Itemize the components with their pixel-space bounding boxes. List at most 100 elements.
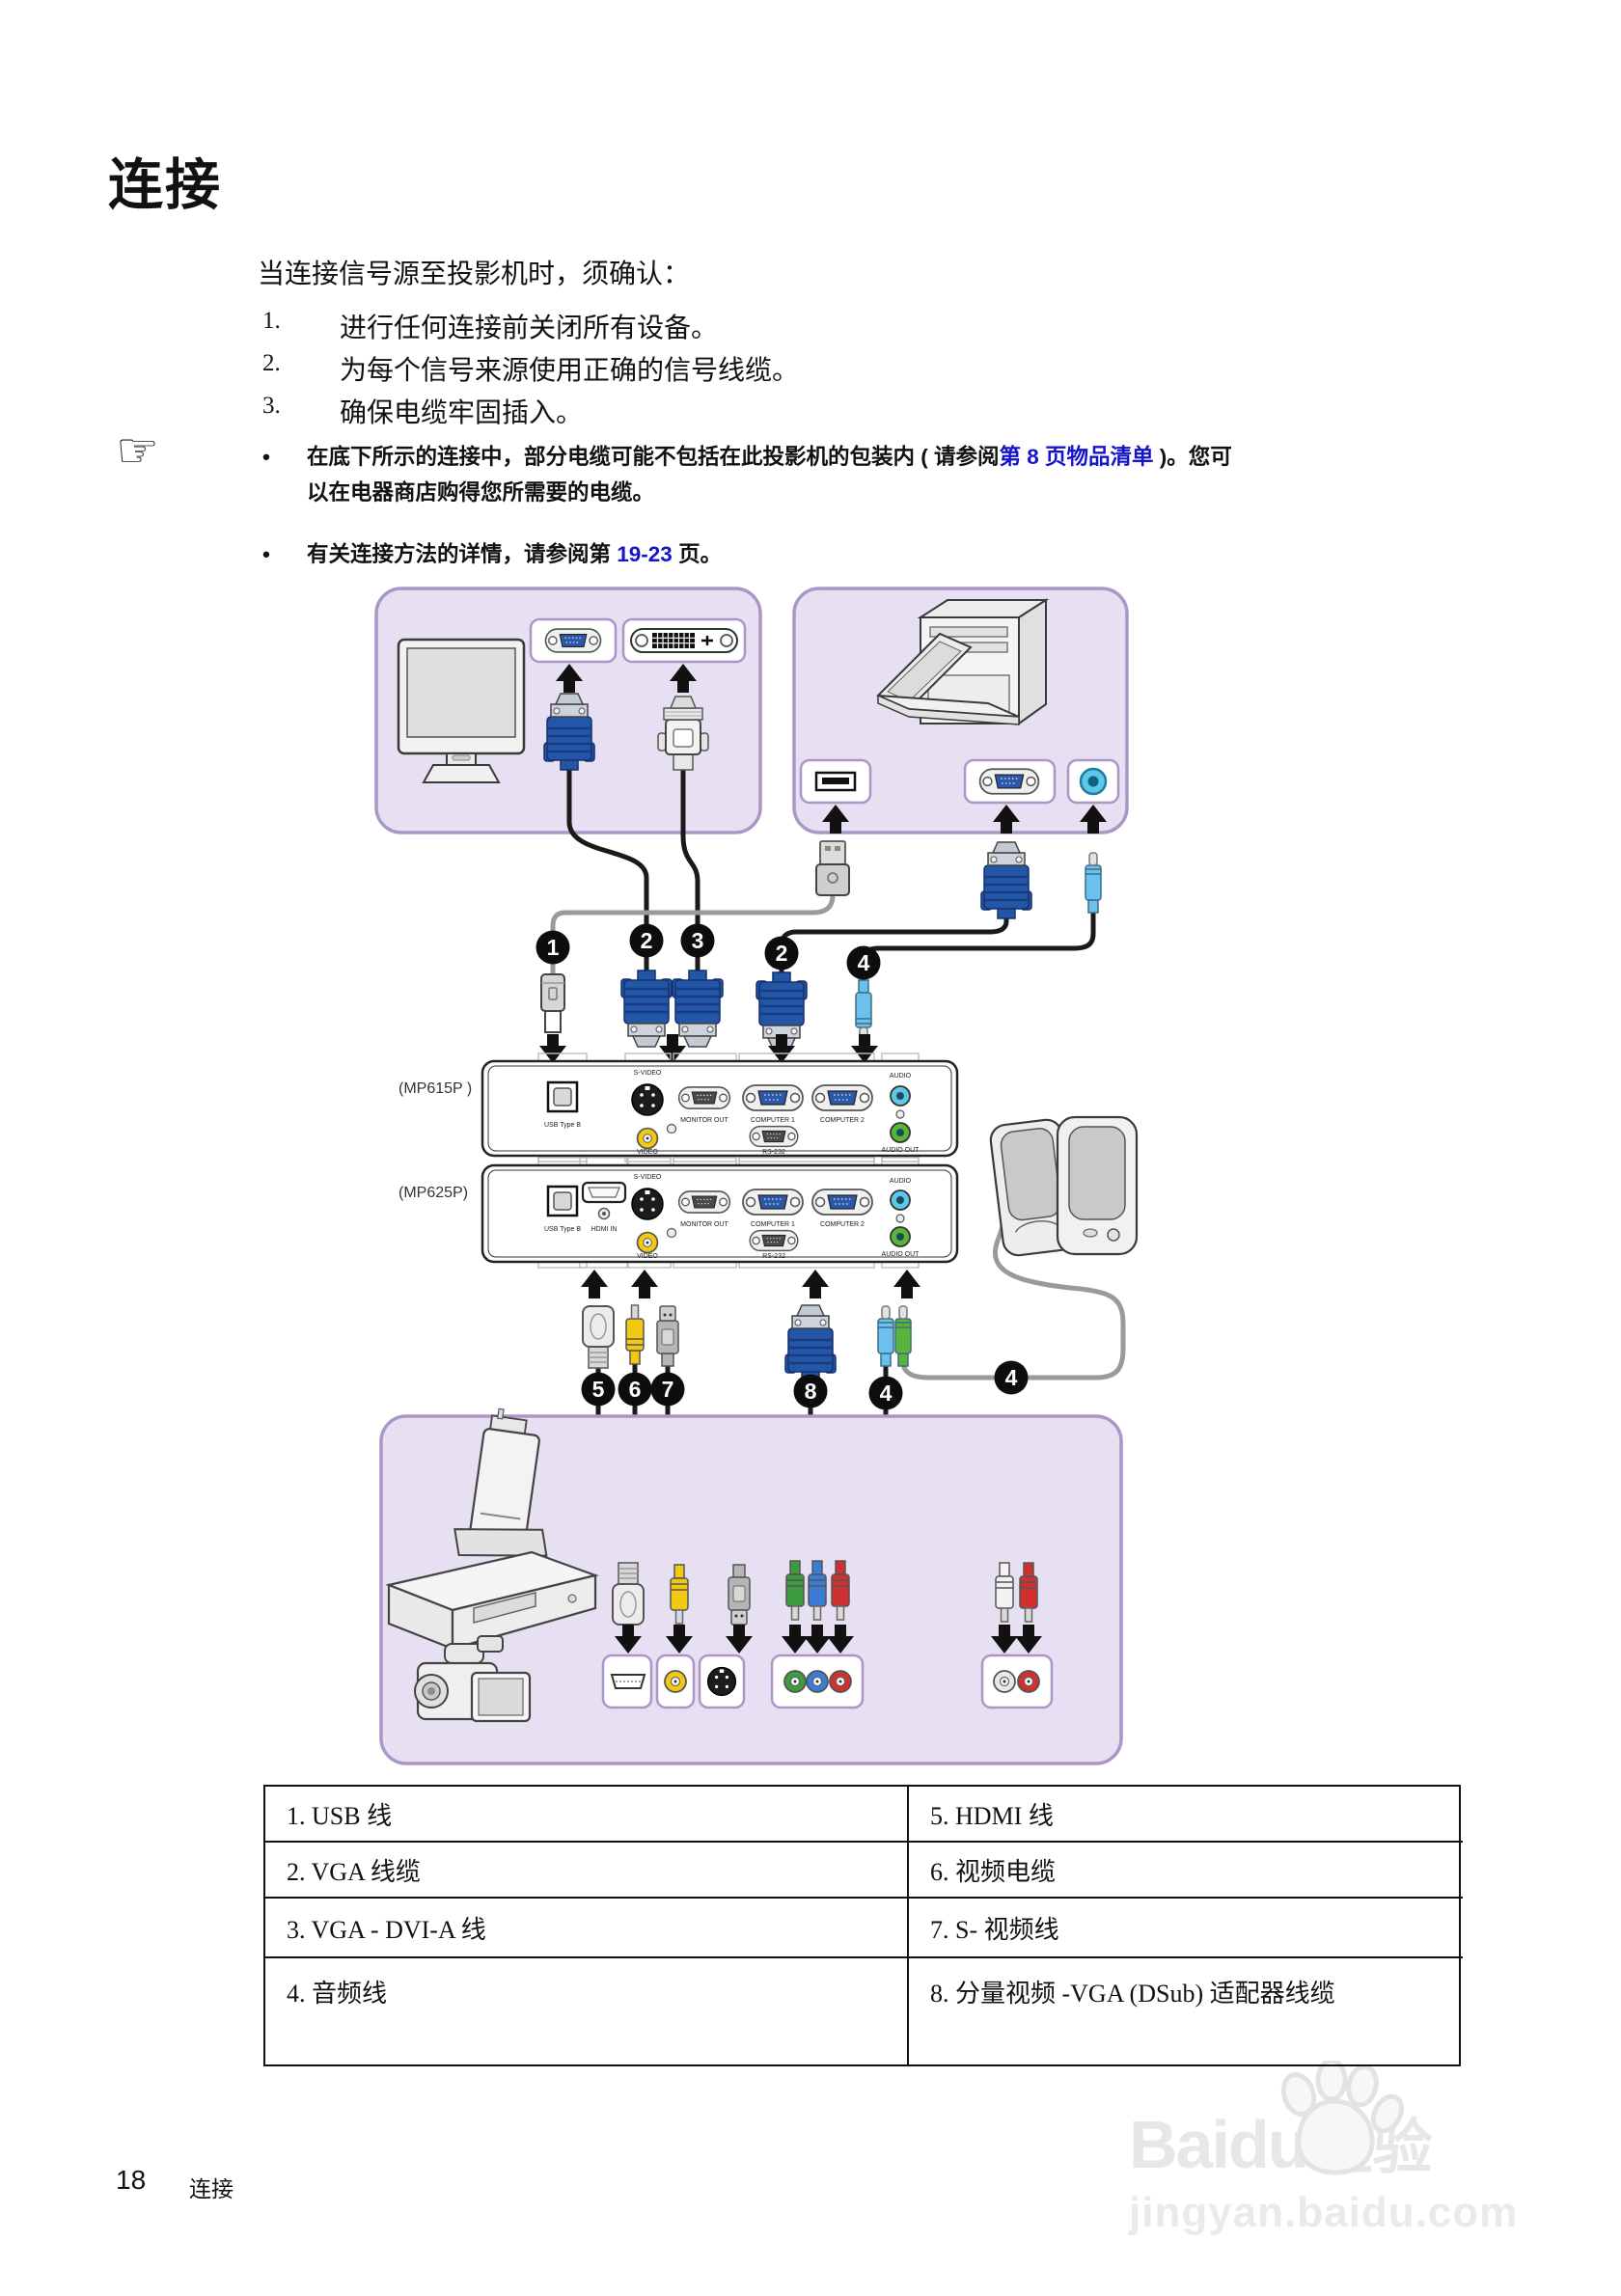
arrow-up-icon [802,1270,829,1298]
page-number: 18 [116,2165,147,2195]
cable-legend-table: 1. USB 线 5. HDMI 线 2. VGA 线缆 6. 视频电缆 3. … [263,1785,1463,2066]
port-label: RS-232 [762,1149,785,1156]
svg-text:2: 2 [641,928,653,953]
audio-jack-connector [1085,852,1102,914]
port-label: USB Type B [544,1122,581,1129]
monitor-out-port [677,1086,731,1109]
port-label: COMPUTER 2 [820,1221,865,1228]
camcorder-illustration [414,1635,532,1723]
rs-232-port [749,1229,799,1252]
svg-text:8: 8 [805,1379,817,1404]
arrow-up-icon [631,1270,658,1298]
vga-connector [619,969,673,1049]
note-2-bullet: • [262,542,270,566]
port-label: AUDIO [890,1178,912,1185]
computer-2-port [811,1189,873,1216]
note-1-link[interactable]: 第 8 页物品清单 [999,445,1154,469]
callout-4b: 4 [868,1376,903,1410]
callout-1: 1 [536,930,570,965]
computer-vga-port-plate [963,758,1057,805]
callout-2: 2 [629,923,664,958]
step-3-number: 3. [262,393,281,419]
table-cell: 8. 分量视频 -VGA (DSub) 适配器线缆 [930,1980,1335,2008]
table-cell: 2. VGA 线缆 [265,1843,909,1899]
intro-text: 当连接信号源至投影机时，须确认： [258,259,691,288]
dvd-player-illustration [385,1550,599,1651]
arrow-up-icon [581,1270,608,1298]
vga-adapter-connector [783,1303,838,1383]
audio-out-port [890,1226,911,1247]
arrow-down-icon [539,1034,566,1063]
svg-text:3: 3 [692,928,704,953]
svg-text:6: 6 [629,1377,642,1402]
table-cell: 1. USB 线 [265,1787,909,1843]
hdmi-connector [582,1305,615,1369]
note-2-link[interactable]: 19-23 [617,542,673,566]
monitor-dvi-port-plate [621,617,747,664]
port-label: COMPUTER 1 [751,1221,795,1228]
speaker-cable [900,1212,1126,1380]
audio-jack-blue [877,1305,894,1367]
audio-cable [861,911,1096,980]
arrow-down-icon [659,1034,686,1063]
table-cell: 3. VGA - DVI-A 线 [265,1899,909,1958]
svg-text:7: 7 [662,1377,674,1402]
monitor-vga-port-plate [529,617,618,664]
table-cell: 5. HDMI 线 [909,1787,1463,1843]
callout-6: 6 [618,1372,652,1407]
footer-chapter-label: 连接 [189,2176,234,2201]
computer-audio-port-plate [1066,758,1120,805]
computer-2-port [811,1084,873,1111]
computer-1-port [742,1084,804,1111]
callout-4: 4 [846,945,881,980]
note-1-line2: 以在电器商店购得您所需要的电缆。 [307,480,655,505]
vga-cable [566,770,649,972]
port-label: S-VIDEO [634,1070,662,1077]
audio-out-port [890,1122,911,1143]
av-source-box [379,1414,1123,1765]
port-label: VIDEO [637,1149,658,1156]
model-label-mp615p: (MP615P ) [398,1080,472,1097]
port-label: AUDIO [890,1073,912,1080]
speakers-illustration [900,1115,1139,1380]
audio-port [890,1189,911,1211]
monitor-illustration [397,638,526,783]
audio-jack-connector [855,979,872,1041]
svg-text:2: 2 [776,941,788,966]
computer-1-port [742,1189,804,1216]
vga-connector [542,692,596,772]
note-block-1: • 在底下所示的连接中，部分电缆可能不包括在此投影机的包装内 ( 请参阅第 8 … [262,439,1378,510]
callout-8: 8 [793,1374,828,1408]
s-video-port [631,1188,664,1220]
game-console-illustration [453,1408,548,1557]
baidu-paw-icon [1280,2061,1405,2175]
model-label-mp625p: (MP625P) [398,1185,468,1201]
step-2-number: 2. [262,350,281,376]
usb-mini-connector [540,973,565,1033]
note-2-text-post: 页。 [672,542,723,566]
hdmi-in-port [581,1181,627,1220]
note-1-bullet: • [262,445,270,469]
page-title: 连接 [108,154,222,216]
av-port-plates [601,1654,1054,1709]
vga-dvi-connector [671,969,725,1049]
svg-text:1: 1 [547,935,560,960]
projector-panel-mp625p: (MP625P) USB Type B HDMI IN S-VIDEO VIDE… [398,1163,959,1264]
usb-a-connector [815,840,850,896]
port-label: VIDEO [637,1253,658,1260]
step-3-text: 确保电缆牢固插入。 [340,397,584,427]
usb-cable [550,894,836,974]
note-2-text: 有关连接方法的详情，请参阅第 [307,542,618,566]
port-label: RS-232 [762,1253,785,1260]
port-label: MONITOR OUT [680,1117,728,1124]
step-2-text: 为每个信号来源使用正确的信号线缆。 [340,355,800,385]
note-1-text-post: )。您可 [1153,445,1232,469]
note-1-text: 在底下所示的连接中，部分电缆可能不包括在此投影机的包装内 ( 请参阅 [307,445,1000,469]
rs-232-port [749,1125,799,1148]
vga-dvi-cable [680,770,701,972]
port-label: S-VIDEO [634,1174,662,1181]
svg-text:4: 4 [858,950,870,975]
monitor-out-port [677,1190,731,1214]
